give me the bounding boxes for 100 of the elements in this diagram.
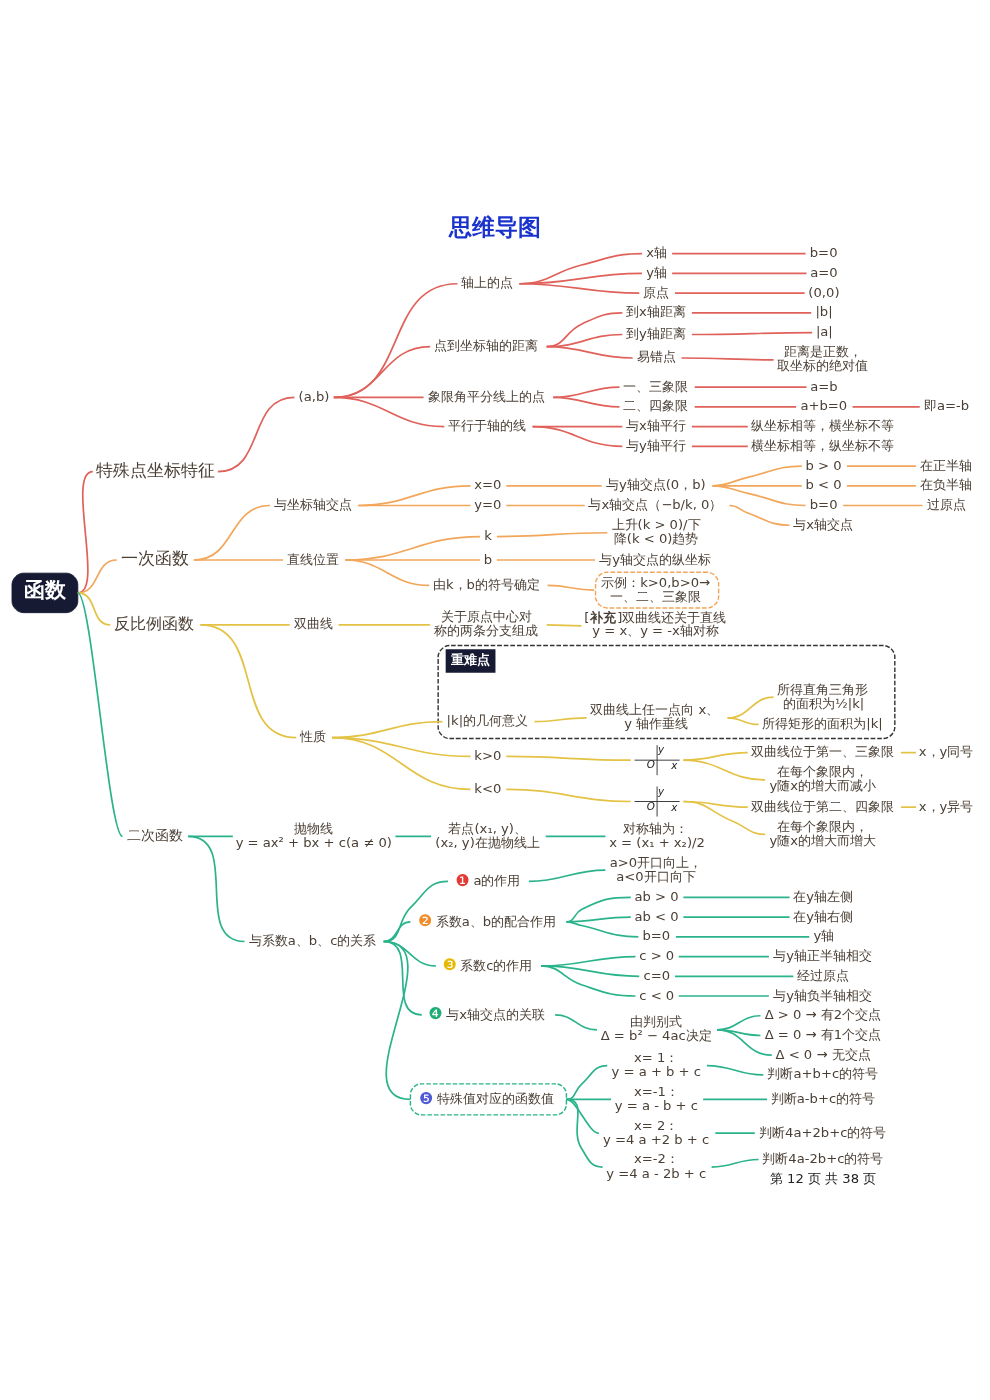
node-text: (a,b) (298, 388, 330, 404)
node-text: k>0 (474, 747, 502, 763)
node-text: 关于原点中心对称的两条分支组成 (434, 608, 539, 638)
node-text: Δ > 0 → 有2个交点 (764, 1006, 882, 1022)
node-text: 平行于轴的线 (448, 417, 527, 433)
node-text: b=0 (809, 244, 838, 260)
node-text: b > 0 (805, 457, 842, 473)
node-text: 与x轴交点 (793, 516, 854, 532)
node-text: x=-2：y =4 a - 2b + c (606, 1150, 707, 1181)
node-text: Δ < 0 → 无交点 (775, 1046, 871, 1062)
node-text: 二次函数 (126, 826, 183, 843)
node-text: b=0 (809, 496, 838, 512)
node-text: 判断4a-2b+c的符号 (762, 1150, 884, 1166)
node-text: 直线位置 (286, 551, 339, 566)
node-text: 象限角平分线上的点 (427, 388, 545, 404)
node-text: 横坐标相等，纵坐标不等 (750, 437, 894, 453)
node-text: 到x轴距离 (626, 303, 686, 319)
node-text: ❹ 与x轴交点的关联 (428, 1003, 545, 1023)
node-text: y O x (646, 742, 678, 771)
node-text: 过原点 (926, 496, 966, 512)
node-text: 抛物线y = ax² + bx + c(a ≠ 0) (235, 820, 392, 850)
node-text: 与坐标轴交点 (273, 496, 352, 512)
label: 第 12 页 共 38 页 (769, 1170, 877, 1186)
node-text: 双曲线上任一点向 x、y 轴作垂线 (590, 701, 720, 731)
node-text: 在y轴左侧 (793, 888, 854, 904)
node-text: 反比例函数 (114, 613, 195, 633)
node-text: c=0 (643, 967, 671, 983)
diagram-title: 思维导图 (449, 213, 542, 240)
node-text: 所得直角三角形的面积为½|k| (777, 681, 869, 711)
node-text: c < 0 (639, 987, 675, 1002)
node-text: (0,0) (808, 284, 840, 300)
node-text: k (484, 527, 492, 543)
node-text: Δ = 0 → 有1个交点 (764, 1026, 882, 1042)
node-text: y O x (646, 784, 678, 813)
node-text: a+b=0 (800, 397, 848, 413)
node-text: ab > 0 (634, 888, 679, 904)
node-text: |a| (815, 323, 833, 339)
node-text: x轴 (646, 244, 668, 260)
node-text: 与y轴交点(0，b) (605, 476, 706, 492)
node-text: 判断a-b+c的符号 (770, 1090, 876, 1106)
node-text: x=-1：y = a - b + c (614, 1083, 699, 1113)
node-text: 上升(k > 0)/下降(k < 0)趋势 (611, 516, 701, 546)
node-text: 即a=-b (923, 397, 970, 413)
node-text: 判断a+b+c的符号 (767, 1065, 879, 1081)
node-text: 与y轴平行 (626, 437, 686, 453)
node-text: 双曲线 (293, 615, 333, 631)
node-text: 在正半轴 (919, 457, 972, 473)
node-text: 纵坐标相等，横坐标不等 (750, 417, 894, 433)
node-text: a=b (810, 378, 838, 394)
node-text: ❶ a的作用 (455, 870, 521, 890)
node-text: 性质 (300, 728, 327, 744)
node-text: x=0 (474, 476, 502, 492)
node-text: a>0开口向上，a<0开口向下 (609, 854, 703, 884)
node-text: x，y同号 (918, 743, 974, 759)
node-text: y轴 (646, 264, 668, 280)
node-text: 对称轴为：x = (x₁ + x₂)/2 (609, 820, 705, 850)
node-text: 双曲线位于第二、四象限 (750, 798, 894, 814)
node-text: 一、三象限 (623, 378, 689, 394)
node-text: |b| (815, 303, 833, 319)
node-text: 轴上的点 (461, 274, 514, 290)
node-text: 由k，b的符号确定 (432, 576, 540, 592)
node-text: 与x轴交点（−b/k, 0） (588, 496, 723, 512)
node-text: 与x轴平行 (626, 417, 686, 433)
node-text: |k|的几何意义 (446, 712, 529, 728)
node-text: k<0 (474, 780, 502, 796)
node-text: y=0 (474, 496, 502, 512)
node-text: 原点 (643, 284, 670, 300)
node-text: b=0 (642, 927, 671, 943)
node-text: 若点(x₁, y)、(x₂, y)在抛物线上 (435, 820, 540, 850)
node-text: 判断4a+2b+c的符号 (759, 1124, 887, 1140)
node-text: x= 2：y =4 a +2 b + c (603, 1117, 710, 1147)
node-text: 距离是正数，取坐标的绝对值 (777, 343, 869, 373)
node-text: 在每个象限内，y随x的增大而减小 (769, 763, 876, 793)
node-text: ❷ 系数a、b的配合作用 (417, 910, 557, 930)
node-text: 经过原点 (797, 967, 850, 983)
node-text: 特殊点坐标特征 (95, 459, 215, 480)
node-text: 与y轴负半轴相交 (773, 987, 872, 1002)
node-text: 一次函数 (121, 547, 190, 568)
node-text: 在y轴右侧 (793, 908, 854, 924)
node-text: 由判别式Δ = b² − 4ac决定 (600, 1013, 712, 1043)
node-text: 在负半轴 (919, 476, 972, 492)
node-text: 所得矩形的面积为|k| (762, 715, 883, 731)
node-text: 点到坐标轴的距离 (434, 337, 539, 353)
node-text: x，y异号 (918, 798, 974, 814)
node-text: 在每个象限内，y随x的增大而增大 (769, 818, 876, 848)
node-text: 与y轴正半轴相交 (773, 947, 872, 963)
node-text: ab < 0 (634, 908, 679, 924)
node-text: a=0 (810, 264, 838, 280)
node-text: b < 0 (805, 476, 842, 492)
node-text: y轴 (813, 927, 835, 943)
node-text: 双曲线位于第一、三象限 (750, 743, 894, 759)
node-text: ❸ 系数c的作用 (442, 954, 533, 974)
node-text: 易错点 (636, 348, 676, 364)
node-text: c > 0 (639, 947, 675, 963)
node-text: 与y轴交点的纵坐标 (599, 551, 712, 566)
node-text: [补充]双曲线还关于直线y = x、y = -x轴对称 (584, 609, 727, 638)
node-text: 与系数a、b、c的关系 (248, 932, 377, 948)
node-text: 到y轴距离 (626, 325, 686, 341)
node-text: x= 1：y = a + b + c (611, 1049, 702, 1079)
node-text: b (483, 551, 493, 566)
